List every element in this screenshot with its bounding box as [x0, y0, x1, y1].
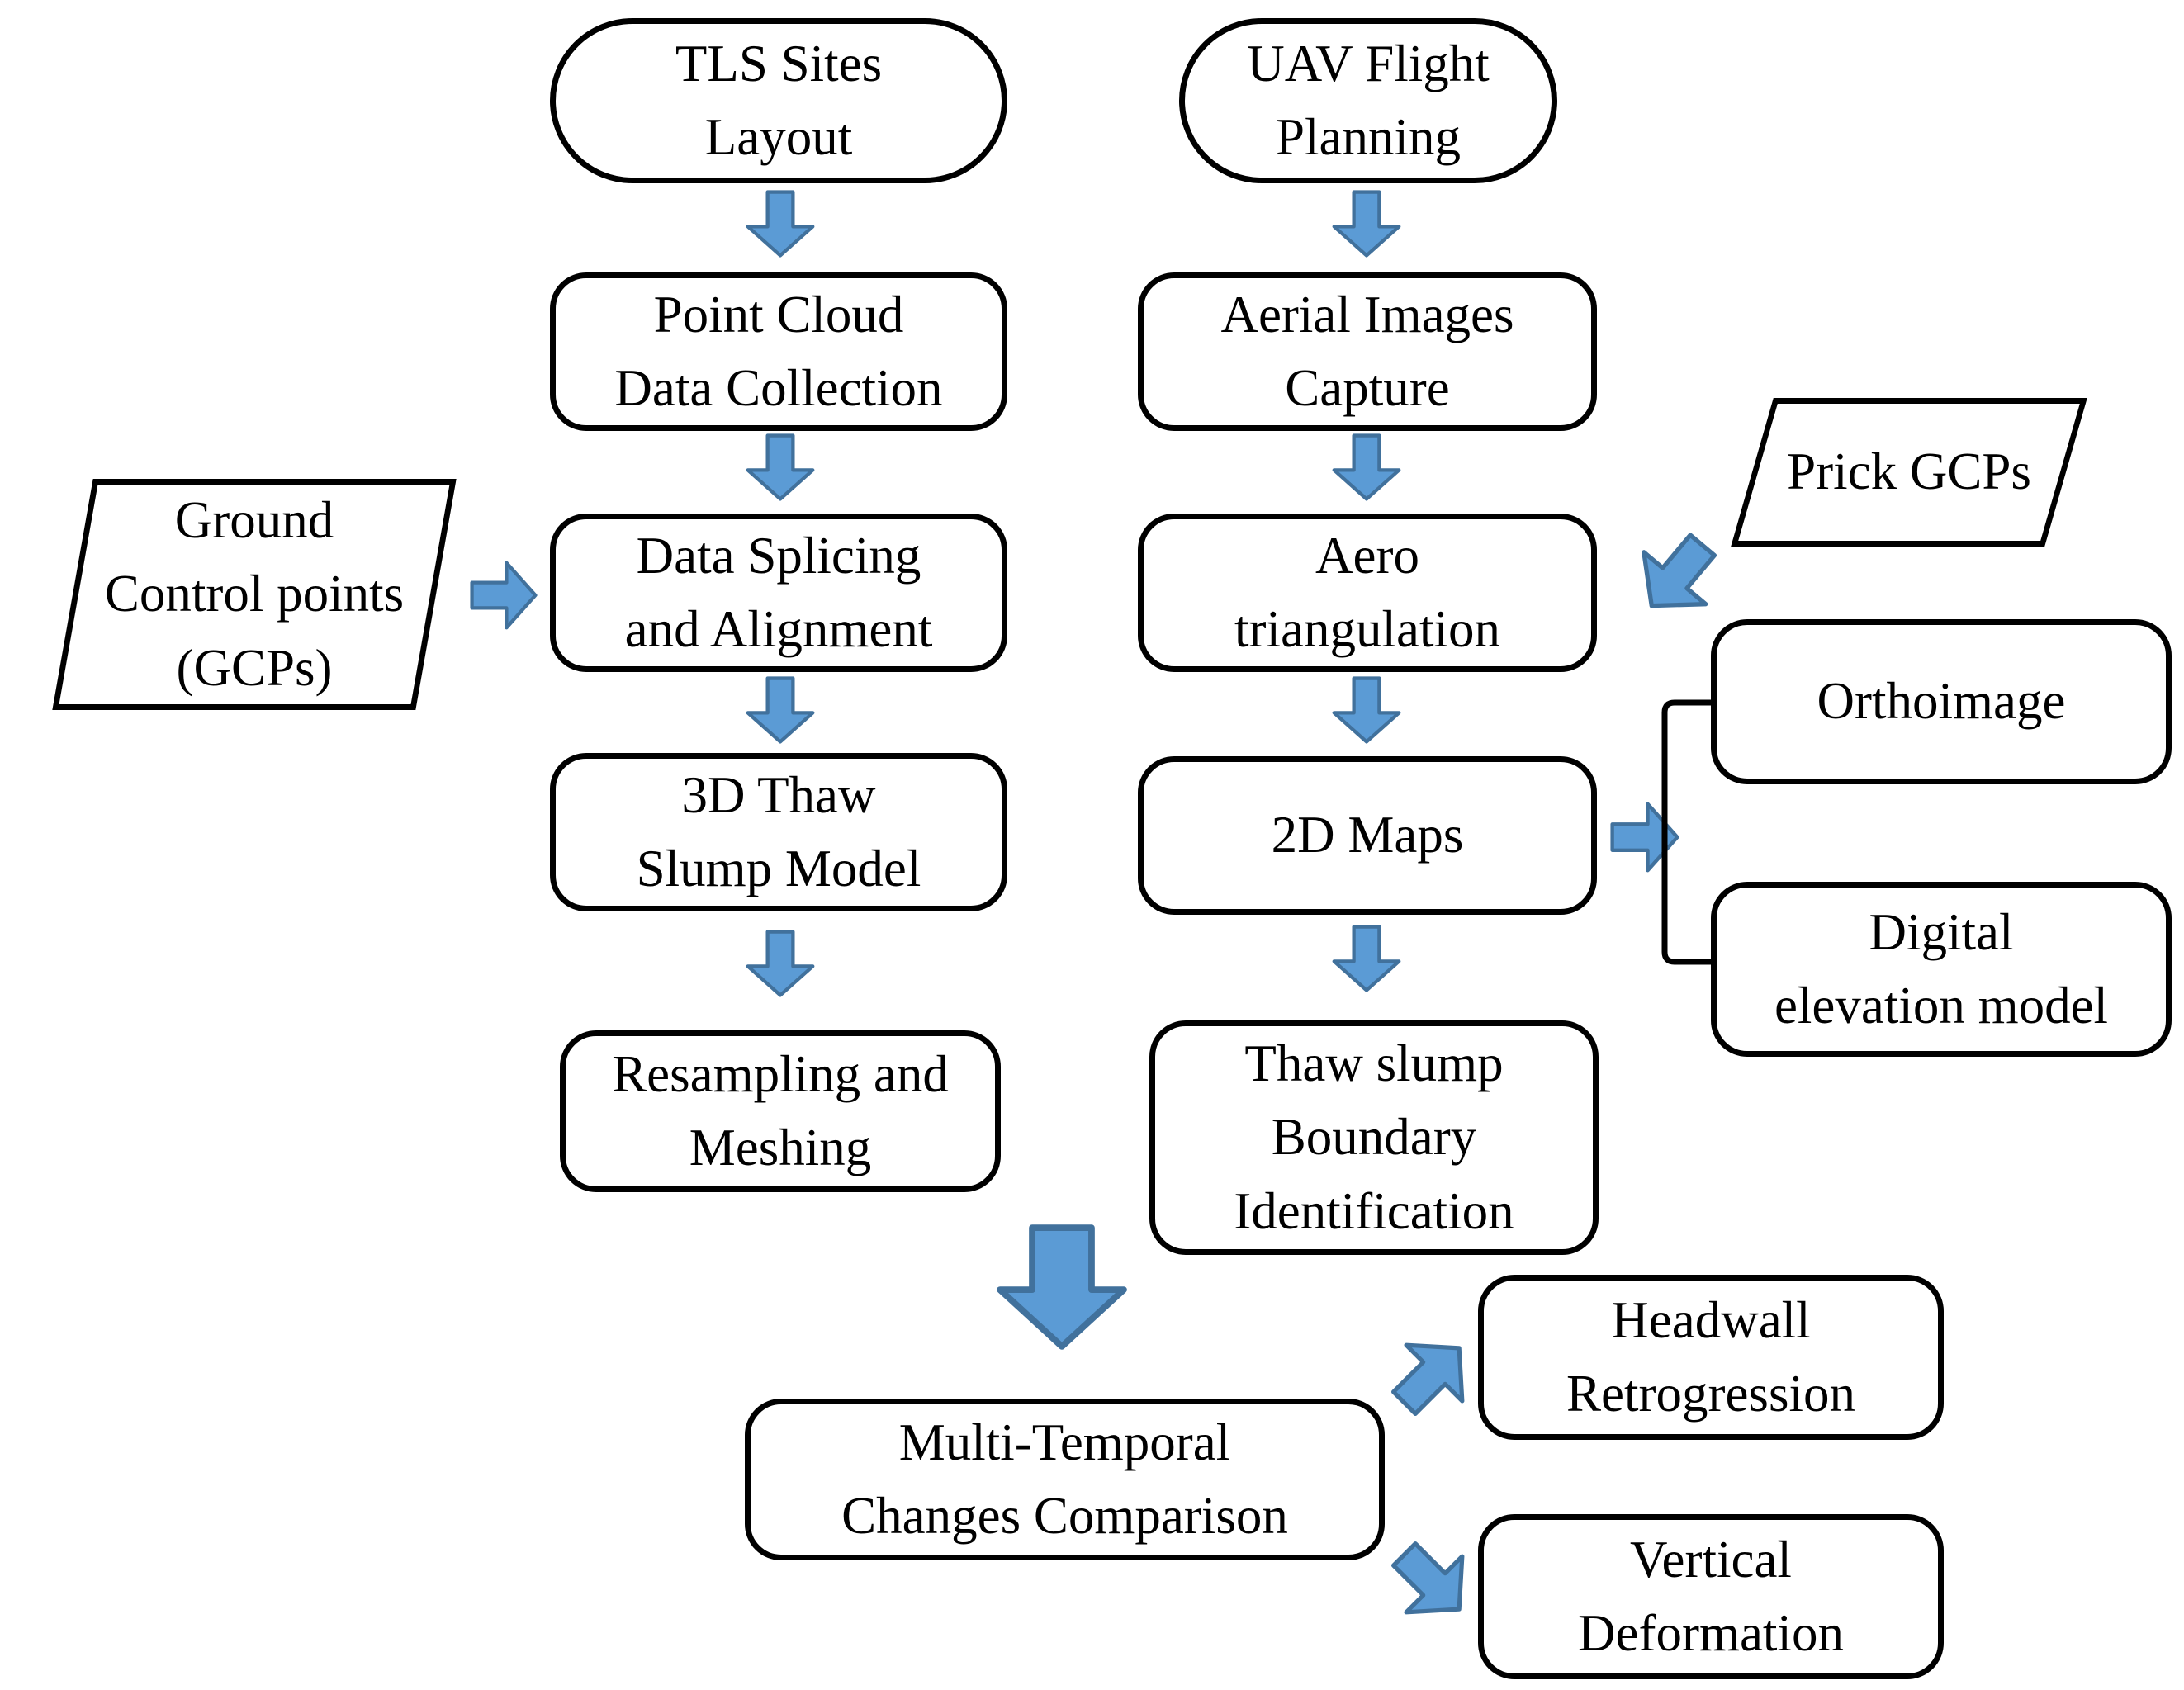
- node-aero-triangulation: Aero triangulation: [1138, 514, 1597, 672]
- flow-arrow-down-icon: [1332, 433, 1401, 501]
- bracket-connector: [1661, 699, 1719, 965]
- node-digital-elevation-model: Digital elevation model: [1711, 882, 2172, 1057]
- node-label: Point Cloud Data Collection: [614, 285, 943, 417]
- flow-arrow-down-icon: [1332, 190, 1401, 258]
- node-data-splicing-alignment: Data Splicing and Alignment: [550, 514, 1007, 672]
- node-label: Aero triangulation: [1234, 526, 1500, 658]
- node-headwall-retrogression: Headwall Retrogression: [1478, 1275, 1944, 1440]
- node-label: Prick GCPs: [1787, 443, 2031, 501]
- node-multi-temporal-changes-comparison: Multi-Temporal Changes Comparison: [745, 1399, 1385, 1560]
- node-label: Headwall Retrogression: [1566, 1290, 1855, 1423]
- flow-arrow-down-left-icon: [1642, 533, 1717, 608]
- node-uav-flight-planning: UAV Flight Planning: [1179, 18, 1557, 183]
- flow-arrow-down-icon: [746, 190, 815, 258]
- node-prick-gcps: Prick GCPs: [1731, 398, 2087, 547]
- node-aerial-images-capture: Aerial Images Capture: [1138, 272, 1597, 431]
- node-2d-maps: 2D Maps: [1138, 756, 1597, 915]
- node-label: Orthoimage: [1817, 672, 2066, 731]
- node-label: 2D Maps: [1271, 806, 1464, 864]
- flow-arrow-down-icon: [1332, 925, 1401, 992]
- node-label: 3D Thaw Slump Model: [636, 765, 921, 897]
- node-label: Ground Control points (GCPs): [104, 490, 405, 697]
- node-label: Multi-Temporal Changes Comparison: [841, 1413, 1288, 1545]
- node-label: Data Splicing and Alignment: [624, 526, 933, 658]
- node-label: Vertical Deformation: [1578, 1530, 1844, 1662]
- node-tls-sites-layout: TLS Sites Layout: [550, 18, 1007, 183]
- flow-arrow-right-icon: [470, 561, 538, 630]
- flow-arrow-down-icon: [1332, 676, 1401, 744]
- node-label: UAV Flight Planning: [1247, 34, 1490, 166]
- flow-arrow-up-right-icon: [1390, 1342, 1465, 1417]
- flow-arrow-down-icon: [746, 930, 815, 997]
- node-label: Thaw slump Boundary Identification: [1234, 1034, 1514, 1240]
- node-vertical-deformation: Vertical Deformation: [1478, 1514, 1944, 1679]
- flow-arrow-down-big-icon: [997, 1224, 1127, 1350]
- node-label: Resampling and Meshing: [612, 1044, 949, 1176]
- node-3d-thaw-slump-model: 3D Thaw Slump Model: [550, 753, 1007, 911]
- node-orthoimage: Orthoimage: [1711, 619, 2172, 784]
- node-label: Aerial Images Capture: [1220, 285, 1514, 417]
- node-label: TLS Sites Layout: [675, 34, 883, 166]
- node-resampling-meshing: Resampling and Meshing: [560, 1030, 1001, 1192]
- flow-arrow-down-right-icon: [1390, 1541, 1465, 1615]
- flow-arrow-down-icon: [746, 676, 815, 744]
- flow-arrow-down-icon: [746, 433, 815, 501]
- node-label: Digital elevation model: [1774, 902, 2109, 1034]
- node-thaw-slump-boundary-identification: Thaw slump Boundary Identification: [1149, 1020, 1599, 1255]
- node-point-cloud-data-collection: Point Cloud Data Collection: [550, 272, 1007, 431]
- node-ground-control-points: Ground Control points (GCPs): [52, 479, 457, 710]
